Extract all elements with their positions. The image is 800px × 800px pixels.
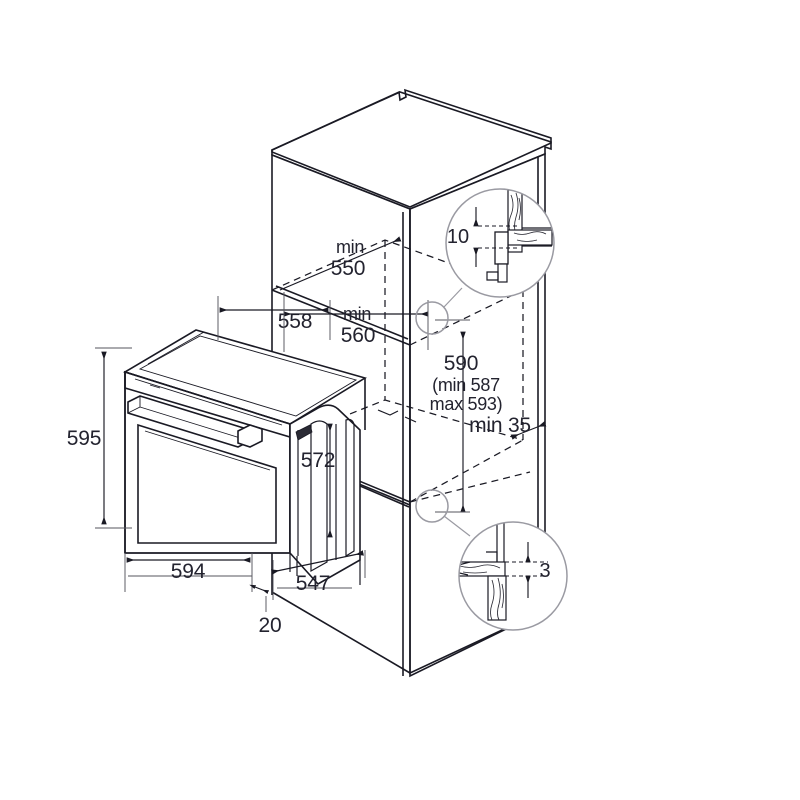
- label-detail-10: 10: [447, 226, 469, 248]
- control-panel-detail-line: [134, 378, 283, 426]
- detail-bottom-post: [487, 575, 507, 621]
- oven-door-glass: [137, 423, 277, 544]
- detail-bottom-shelf-edge: [459, 561, 471, 576]
- detail-bottom-step: [486, 551, 498, 562]
- detail-top-screw: [486, 271, 499, 281]
- label-590: 590: [444, 352, 478, 375]
- oven-top-right-edge: [289, 377, 366, 425]
- dimension-depth-547: 547: [271, 550, 366, 600]
- oven-top-seam: [147, 331, 205, 365]
- label-550: 550: [331, 257, 365, 280]
- label-max-593: max 593): [430, 394, 503, 414]
- detail-top-shelf: [507, 229, 553, 246]
- dimension-min-550: min 550: [279, 236, 402, 291]
- detail-source-circle-bottom: [415, 489, 449, 523]
- label-560: 560: [341, 324, 375, 347]
- niche-top-right-dashed: [409, 289, 524, 346]
- label-min-35: min 35: [469, 414, 531, 437]
- oven-door-glass-reflection: [144, 430, 271, 471]
- detail-top-shelf-lines: [522, 227, 552, 247]
- label-572: 572: [301, 449, 335, 472]
- dimension-door-572: 572: [301, 423, 335, 538]
- dimension-min-35: min 35: [469, 414, 547, 440]
- label-595: 595: [67, 427, 101, 450]
- door-side-handle-grip: [295, 424, 313, 441]
- detail-bottom-content: [459, 522, 548, 621]
- detail-magnifier-ring-top: [445, 188, 555, 298]
- label-min-word-b: min: [343, 304, 371, 324]
- door-side-glass-pane-1: [310, 420, 328, 573]
- label-min-587: (min 587: [432, 375, 500, 395]
- label-min-word-a: min: [336, 237, 364, 257]
- label-594: 594: [171, 560, 206, 583]
- oven-door-handle-edges: [127, 396, 251, 442]
- oven-top-inner-panel: [138, 335, 358, 417]
- detail-callout-bottom: 3: [415, 489, 568, 631]
- dimension-niche-590: 590 (min 587 max 593): [430, 319, 503, 513]
- rear-bracket-notch-lower: [404, 416, 417, 423]
- built-in-oven: [123, 329, 367, 586]
- door-side-glass-pane-2: [345, 418, 355, 558]
- niche-top-front-edge: [271, 289, 411, 346]
- niche-bottom-right-dashed: [409, 439, 524, 503]
- detail-top-bracket-lower: [497, 263, 508, 283]
- dimension-min-560: min 560: [283, 292, 429, 352]
- oven-handle-end-cap: [237, 424, 263, 448]
- detail-source-circle-top: [415, 301, 449, 335]
- label-detail-3: 3: [539, 560, 550, 582]
- niche-bottom-aux-dashed: [409, 471, 531, 503]
- control-panel-button: [149, 384, 161, 389]
- dimension-width-594: 594: [124, 553, 253, 592]
- dimension-offset-20: 20: [249, 584, 282, 637]
- cabinet-bottom-face: [271, 591, 546, 678]
- detail-magnifier-ring-bottom: [458, 521, 568, 631]
- label-547: 547: [296, 572, 330, 595]
- label-20: 20: [259, 614, 282, 637]
- rear-bracket-notch-upper: [377, 409, 399, 416]
- dimension-height-595: 595: [67, 347, 132, 529]
